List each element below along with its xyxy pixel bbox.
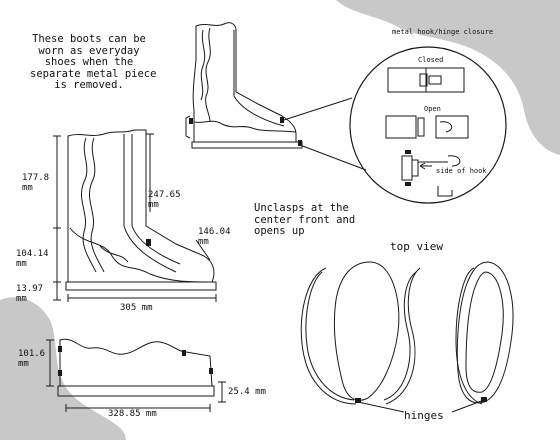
hinge-left (355, 398, 361, 403)
removable-note: These boots can be worn as everyday shoe… (30, 33, 157, 92)
side-of-hook-arrow (419, 162, 432, 170)
closure-title: metal hook/hinge closure (392, 28, 494, 36)
closure-hook-1 (405, 150, 411, 154)
metal-piece-clasp-1 (58, 346, 62, 352)
bottom-left-blob (0, 297, 126, 440)
leader-line-top (283, 97, 353, 121)
large-boot-clasp (146, 239, 151, 246)
dim-ankle-height: 104.14 mm (16, 249, 49, 269)
large-boot-dimensions (53, 133, 217, 302)
top-view-drawing (300, 261, 514, 413)
dim-piece-length: 328.85 mm (108, 409, 157, 419)
metal-piece (46, 338, 226, 412)
dim-boot-length: 305 mm (120, 303, 153, 313)
metal-piece-clasp-3 (182, 350, 186, 356)
hinges-label: hinges (404, 409, 444, 422)
leader-line-bottom (299, 144, 367, 171)
dim-shaft-height: 177.8 mm (22, 173, 50, 193)
closure-detail (349, 46, 507, 204)
small-boot-clasp-1 (189, 118, 193, 124)
top-view-title: top view (390, 240, 443, 253)
dim-piece-thickness: 25.4 mm (228, 387, 266, 397)
small-boot (185, 22, 303, 149)
dim-piece-height: 101.6 mm (18, 349, 46, 369)
hinge-right (481, 397, 487, 402)
small-boot-clasp-2 (280, 117, 284, 123)
dim-front-length: 247.65 mm (148, 190, 181, 210)
metal-piece-clasp-2 (58, 370, 62, 376)
unclasp-note: Unclasps at the center front and opens u… (254, 202, 356, 238)
closure-hook-2 (405, 182, 411, 186)
closure-open-label: Open (424, 105, 441, 113)
dim-toe-height: 146.04 mm (198, 227, 231, 247)
closure-closed-label: Closed (418, 56, 444, 64)
metal-piece-clasp-4 (209, 368, 213, 374)
dim-sole-thickness: 13.97 mm (16, 284, 44, 304)
small-boot-clasp-3 (298, 140, 302, 146)
closure-side-label: side of hook (436, 167, 487, 175)
large-boot (65, 129, 217, 291)
top-right-blob (336, 0, 560, 155)
